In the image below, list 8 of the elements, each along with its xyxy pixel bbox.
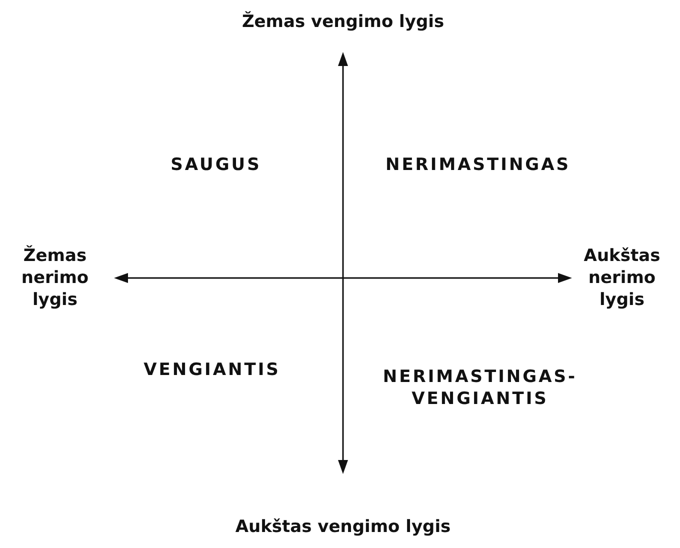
quadrant-label: NERIMASTINGAS-VENGIANTIS — [382, 366, 578, 410]
axis-label: Aukštas vengimo lygis — [235, 516, 451, 538]
quadrant-label: NERIMASTINGAS — [385, 154, 571, 176]
axis-label: Aukštas nerimo lygis — [584, 244, 660, 312]
axis-label: Žemas vengimo lygis — [242, 10, 444, 34]
quadrant-label: VENGIANTIS — [144, 358, 280, 382]
axis-label: Žemas nerimo lygis — [20, 244, 90, 312]
quadrant-label: SAUGUS — [170, 154, 262, 176]
